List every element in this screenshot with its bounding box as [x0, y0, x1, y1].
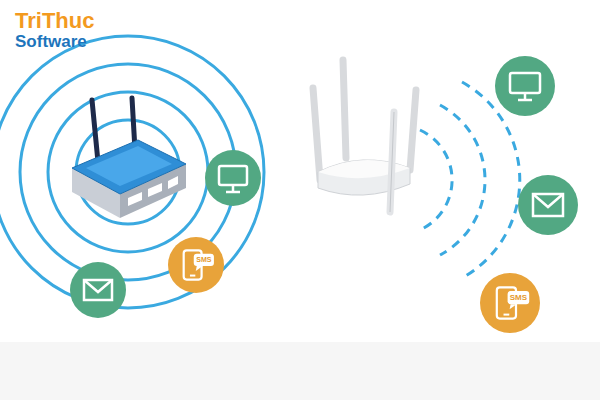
speech-bubble [194, 254, 214, 266]
badge-circle [168, 237, 224, 293]
speech-tail [196, 266, 203, 271]
badge-circle [495, 56, 555, 116]
badge-circle [70, 262, 126, 318]
signal-waves [420, 82, 520, 278]
envelope-icon [533, 194, 563, 207]
logo-word: TriThuc [15, 10, 94, 32]
monitor-icon [518, 99, 532, 102]
router-top [318, 160, 410, 178]
signal-rings [0, 36, 264, 308]
badge-circle [518, 175, 578, 235]
antenna [410, 90, 416, 170]
sms-text: SMS [196, 256, 212, 263]
mail-badge [70, 262, 126, 318]
phone-button [190, 275, 195, 277]
speech-bubble [508, 291, 530, 304]
router-port [128, 192, 142, 206]
speech-tail [510, 304, 517, 309]
signal-wave [420, 130, 452, 230]
signal-ring [0, 36, 264, 308]
router-body [318, 160, 410, 195]
mail-badge [518, 175, 578, 235]
antenna [313, 88, 320, 180]
antenna-edge [390, 112, 394, 212]
monitor-icon [219, 166, 247, 185]
badge-circle [205, 150, 261, 206]
monitor-badge [495, 56, 555, 116]
monitor-icon [226, 191, 240, 194]
sms-text: SMS [510, 294, 528, 302]
envelope-icon [533, 194, 563, 216]
envelope-icon [84, 280, 112, 292]
monitor-badge [205, 150, 261, 206]
badge-circle [480, 273, 540, 333]
sms-phone-badge: SMS [168, 237, 224, 293]
router-top [72, 140, 186, 194]
antenna [92, 100, 98, 162]
envelope-icon [84, 280, 112, 300]
phone-button [504, 314, 510, 316]
router-port [148, 183, 162, 197]
white-router [313, 60, 416, 212]
floor-band [0, 342, 600, 400]
badge-shape [168, 237, 224, 293]
antenna [390, 112, 394, 212]
blue-router [72, 98, 186, 218]
sms-phone-badge: SMS [480, 273, 540, 333]
logo-word: Software [15, 33, 87, 50]
monitor-icon [510, 73, 540, 93]
badge-shape [480, 273, 540, 333]
signal-wave [440, 105, 485, 255]
router-top-highlight [86, 146, 172, 186]
router-port [168, 176, 178, 189]
signal-ring [48, 92, 208, 252]
antenna [343, 60, 346, 158]
